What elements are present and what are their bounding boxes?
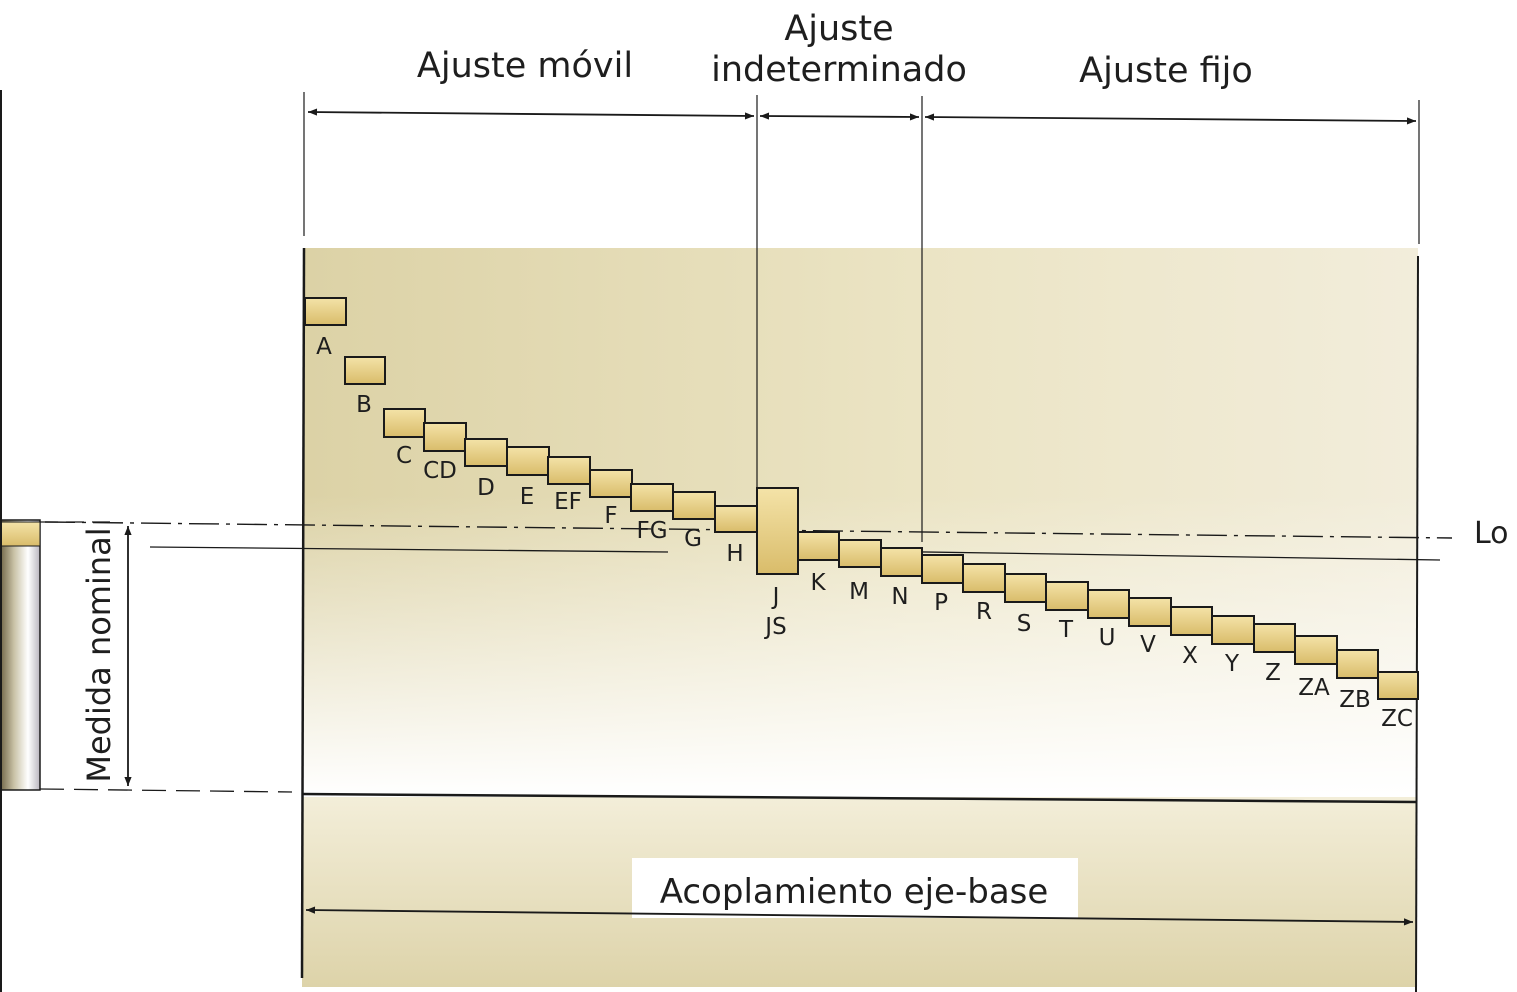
header-ajuste-indeterminado-line2: indeterminado	[711, 50, 967, 90]
zone-block-k	[797, 531, 840, 561]
zone-label-j: J	[771, 584, 780, 610]
zone-block-j-js	[756, 487, 799, 575]
zone-label-zb: ZB	[1339, 687, 1371, 713]
zone-block-c	[383, 408, 426, 438]
zone-block-y	[1211, 615, 1255, 645]
zone-label-u: U	[1099, 625, 1116, 651]
zone-label-e: E	[520, 484, 535, 510]
base-range-arrow	[305, 906, 1414, 926]
zone-label-y: Y	[1224, 651, 1240, 677]
zone-block-b	[344, 356, 386, 385]
zone-block-zc	[1377, 671, 1419, 700]
zone-block-t	[1045, 581, 1089, 611]
zone-label-fg: FG	[636, 518, 667, 544]
zone-label-p: P	[934, 590, 948, 616]
header-ajuste-fijo: Ajuste fijo	[1079, 51, 1253, 91]
zone-block-a	[304, 297, 347, 326]
zone-label-x: X	[1182, 643, 1198, 669]
zone-label-d: D	[477, 475, 495, 501]
zone-label-f: F	[604, 503, 617, 529]
zero-line	[44, 521, 1453, 539]
zone-label-c: C	[396, 443, 412, 469]
base-label: Acoplamiento eje-base	[660, 872, 1049, 912]
zone-block-zb	[1336, 649, 1379, 679]
zone-block-p	[921, 554, 964, 584]
zone-block-e	[506, 446, 550, 476]
range-arrow-indeterminado	[759, 112, 920, 121]
zone-block-u	[1087, 589, 1130, 619]
zone-block-v	[1128, 597, 1172, 627]
zone-block-f	[589, 469, 633, 498]
zone-block-s	[1004, 573, 1047, 603]
header-ajuste-movil: Ajuste móvil	[417, 46, 633, 86]
zone-block-r	[962, 563, 1006, 593]
zone-label-v: V	[1140, 632, 1156, 658]
hole-field-fade	[304, 248, 1418, 796]
zone-block-fg	[630, 483, 674, 512]
zone-label-s: S	[1017, 611, 1032, 637]
zone-label-h: H	[726, 541, 743, 567]
shaft-cylinder	[0, 519, 41, 791]
zone-label-z: Z	[1265, 660, 1281, 686]
header-ajuste-indeterminado-line1: Ajuste	[784, 9, 893, 49]
left-stub-bottom	[39, 788, 293, 793]
zone-label-za: ZA	[1298, 675, 1330, 701]
zone-block-x	[1170, 606, 1213, 636]
base-top-line	[301, 792, 1417, 804]
shaft-cylinder-zone	[0, 521, 41, 547]
zone-label-cd: CD	[423, 458, 457, 484]
zone-label-m: M	[849, 579, 869, 605]
zone-label-zc: ZC	[1381, 706, 1413, 732]
zone-block-h	[714, 505, 758, 533]
range-arrow-movil	[307, 108, 755, 120]
field-left-border	[300, 247, 306, 979]
zone-label-js: JS	[763, 614, 786, 640]
zero-line-label: Lo	[1474, 516, 1509, 551]
zone-label-ef: EF	[554, 489, 582, 515]
side-label-medida-nominal: Medida nominal	[80, 527, 118, 782]
zone-block-g	[672, 491, 716, 520]
zone-block-m	[838, 539, 882, 568]
nominal-line-left	[149, 546, 669, 553]
zone-label-n: N	[891, 584, 908, 610]
zone-label-a: A	[316, 334, 332, 360]
range-arrow-fijo	[924, 113, 1417, 125]
zone-block-cd	[423, 422, 467, 452]
zone-label-k: K	[810, 570, 826, 596]
zone-label-r: R	[976, 599, 992, 625]
zone-block-za	[1294, 635, 1338, 665]
zone-block-n	[880, 547, 923, 577]
zone-label-b: B	[356, 392, 372, 418]
zone-label-t: T	[1058, 617, 1074, 643]
zone-label-g: G	[684, 526, 702, 552]
zone-block-z	[1253, 623, 1296, 653]
zone-block-d	[464, 438, 508, 467]
field-right-border	[1415, 255, 1419, 992]
zone-block-ef	[547, 456, 591, 485]
